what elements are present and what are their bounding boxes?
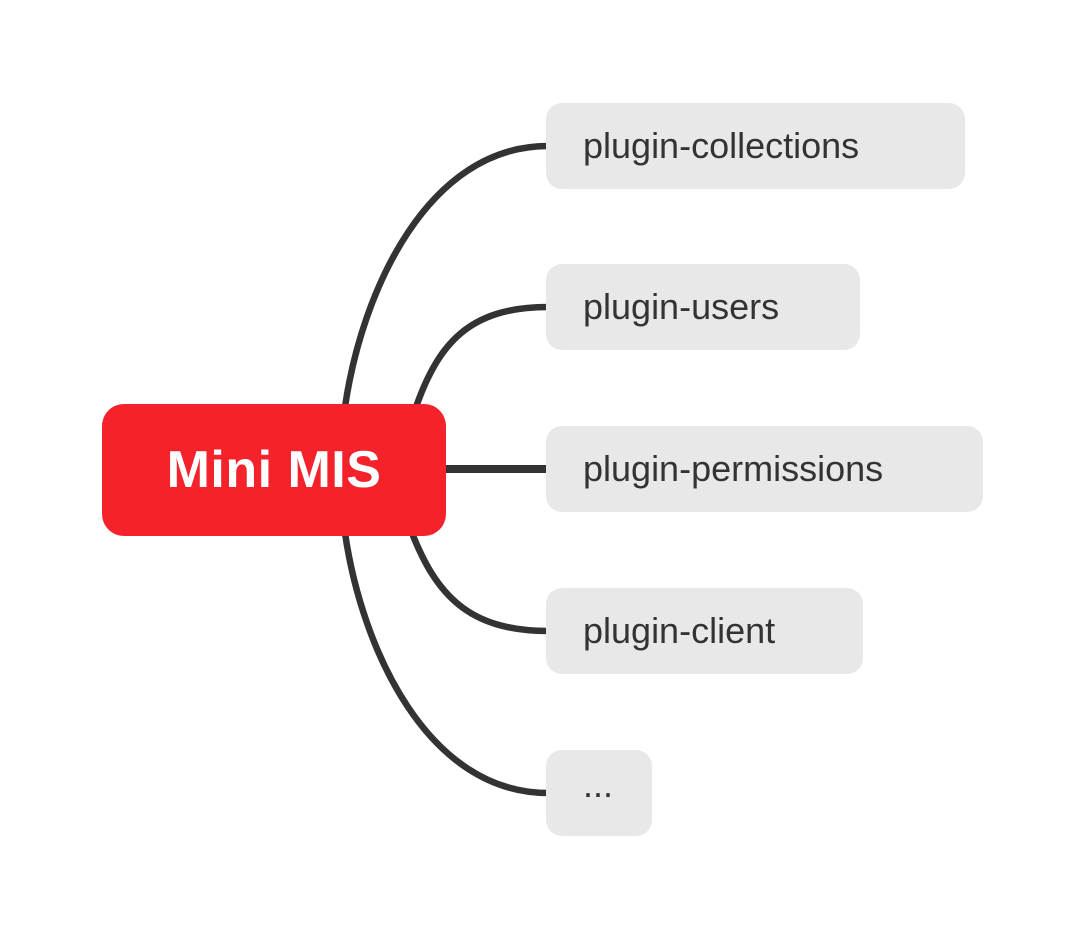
- branch-line-users: [412, 303, 549, 409]
- node-label-plugin-permissions: plugin-permissions: [583, 448, 884, 489]
- branch-line-client: [408, 531, 549, 635]
- root-node-mini-mis[interactable]: Mini MIS: [102, 404, 446, 536]
- branch-line-more: [341, 532, 549, 797]
- node-label-plugin-collections: plugin-collections: [583, 125, 860, 166]
- branch-line-collections: [341, 142, 549, 408]
- node-label-plugin-client: plugin-client: [583, 610, 776, 651]
- node-plugin-users[interactable]: plugin-users: [546, 264, 860, 350]
- node-label-more: ...: [583, 764, 614, 805]
- node-label-plugin-users: plugin-users: [583, 286, 780, 327]
- node-plugin-permissions[interactable]: plugin-permissions: [546, 426, 983, 512]
- node-plugin-client[interactable]: plugin-client: [546, 588, 863, 674]
- root-node-label: Mini MIS: [166, 441, 382, 499]
- node-more[interactable]: ...: [546, 750, 652, 836]
- node-plugin-collections[interactable]: plugin-collections: [546, 103, 965, 189]
